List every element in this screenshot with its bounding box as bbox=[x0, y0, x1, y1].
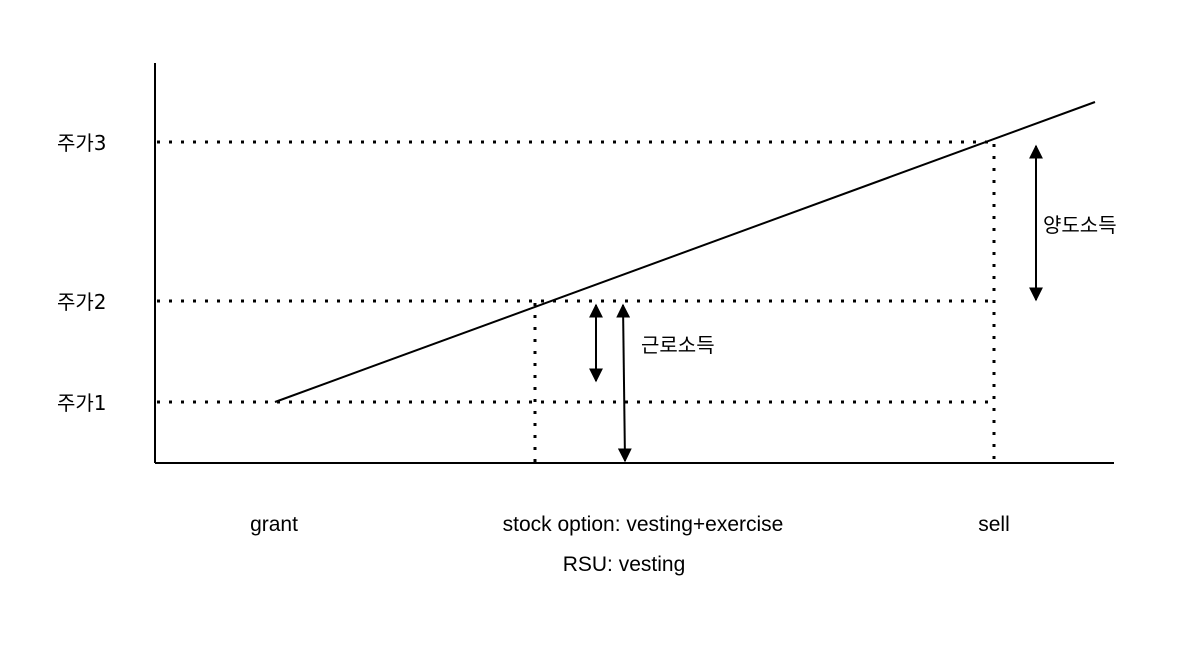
price3-label: 주가3 bbox=[57, 131, 107, 155]
capital-gains-label: 양도소득 bbox=[1043, 213, 1117, 237]
sell-label: sell bbox=[978, 513, 1010, 536]
price1-label: 주가1 bbox=[57, 391, 107, 415]
earned-income-label: 근로소득 bbox=[641, 333, 715, 357]
rsu-label: RSU: vesting bbox=[563, 553, 686, 576]
stock-price-line bbox=[274, 101, 1096, 403]
grant-label: grant bbox=[250, 513, 298, 536]
stock-option-label: stock option: vesting+exercise bbox=[503, 513, 784, 536]
price2-label: 주가2 bbox=[57, 290, 107, 314]
earned-income-option-arrow bbox=[616, 303, 632, 463]
